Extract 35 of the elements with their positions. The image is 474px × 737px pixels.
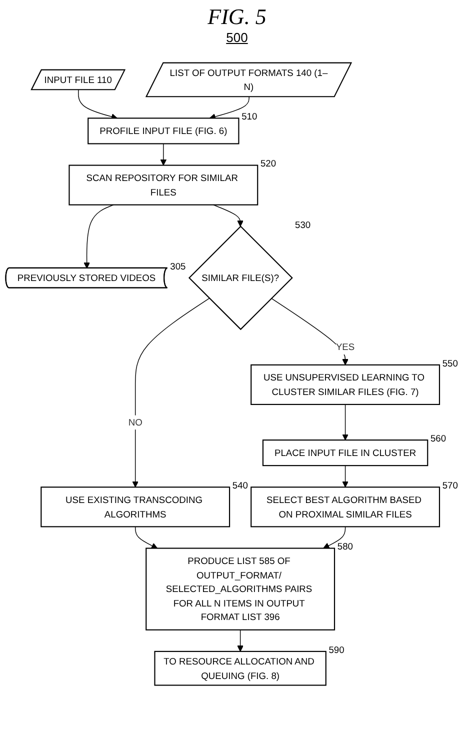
node-box: PRODUCE LIST 585 OF OUTPUT_FORMAT/ SELECTED_ALGORITHMS PAIRS FOR ALL N ITEMS IN OUTPUT FORMAT LIST 396 (146, 548, 336, 630)
arrow (134, 526, 158, 549)
arrow (84, 204, 114, 269)
node-box: SCAN REPOSITORY FOR SIMILAR FILES (68, 164, 258, 206)
reference-numeral: 570 (442, 480, 458, 491)
reference-numeral: 520 (260, 158, 276, 169)
figure-title: FIG. 5 (208, 4, 266, 30)
node-diamond: SIMILAR FILE(S)? (188, 226, 293, 330)
arrow (78, 90, 118, 120)
reference-numeral: 560 (430, 433, 446, 444)
reference-numeral: 510 (242, 112, 258, 122)
figure-number: 500 (226, 30, 248, 45)
reference-numeral: 550 (442, 358, 458, 368)
arrow (237, 630, 244, 652)
arrow (323, 526, 346, 549)
arrow (342, 465, 348, 488)
arrow (342, 404, 348, 440)
node-box: PROFILE INPUT FILE (FIG. 6) (88, 118, 240, 144)
node-box: PLACE INPUT FILE IN CLUSTER (262, 440, 428, 466)
reference-numeral: 540 (232, 480, 248, 491)
edge-label: YES (336, 342, 355, 352)
reference-numeral: 590 (328, 644, 344, 655)
reference-numeral: 530 (295, 220, 311, 230)
node-box: USE UNSUPERVISED LEARNING TO CLUSTER SIMILAR FILES (FIG. 7) (250, 364, 440, 405)
node-box: USE EXISTING TRANSCODING ALGORITHMS (40, 486, 230, 528)
node-box: TO RESOURCE ALLOCATION AND QUEUING (FIG. 8) (154, 650, 326, 686)
arrow (212, 204, 244, 227)
arrow (132, 298, 210, 488)
reference-numeral: 305 (170, 261, 186, 272)
node-box: SELECT BEST ALGORITHM BASED ON PROXIMAL SIMILAR FILES (250, 486, 440, 528)
arrow (270, 298, 348, 366)
reference-numeral: 580 (337, 542, 353, 552)
edge-label: NO (128, 416, 142, 428)
arrow (209, 96, 250, 120)
arrow (160, 143, 167, 166)
